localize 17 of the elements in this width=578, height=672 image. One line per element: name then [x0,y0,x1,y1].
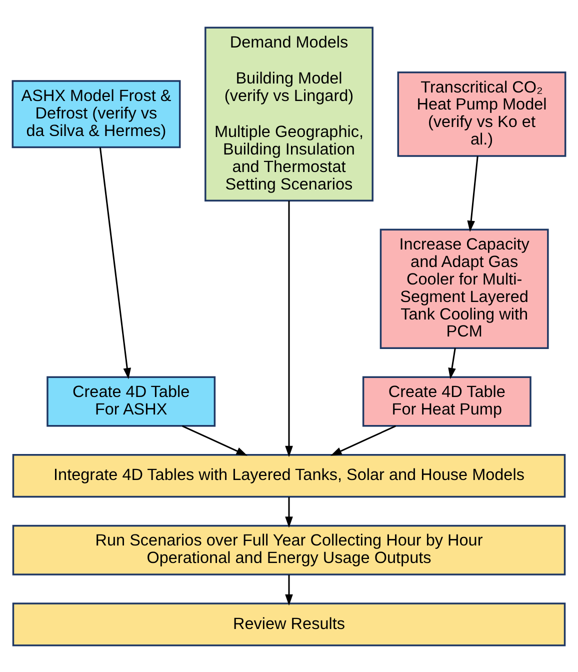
arrow [285,496,293,528]
arrow [285,574,293,606]
arrow [330,424,396,456]
arrow [285,200,293,457]
node-box: Demand Models Building Model (verify vs Lingard) Multiple Geographic, Building Insulation and Thermostat Setting Scenarios [204,26,374,202]
arrow [448,348,456,379]
node-box: Create 4D Table For ASHX [46,376,216,426]
node-box: Run Scenarios over Full Year Collecting Hour by Hour Operational and Energy Usage Outputs [12,524,566,575]
arrow [99,146,132,379]
node-box: Review Results [12,602,566,646]
arrow [467,156,478,232]
node-box: Transcritical CO₂ Heat Pump Model (verify vs Ko et al.) [397,70,566,156]
node-box: Increase Capacity and Adapt Gas Cooler for Multi-Segment Layered Tank Cooling with PCM [380,228,549,348]
node-box: ASHX Model Frost & Defrost (verify vs da Silva & Hermes) [12,80,181,148]
node-box: Create 4D Table For Heat Pump [362,376,532,426]
node-box: Integrate 4D Tables with Layered Tanks, Solar and House Models [12,454,566,498]
arrow [182,424,248,456]
